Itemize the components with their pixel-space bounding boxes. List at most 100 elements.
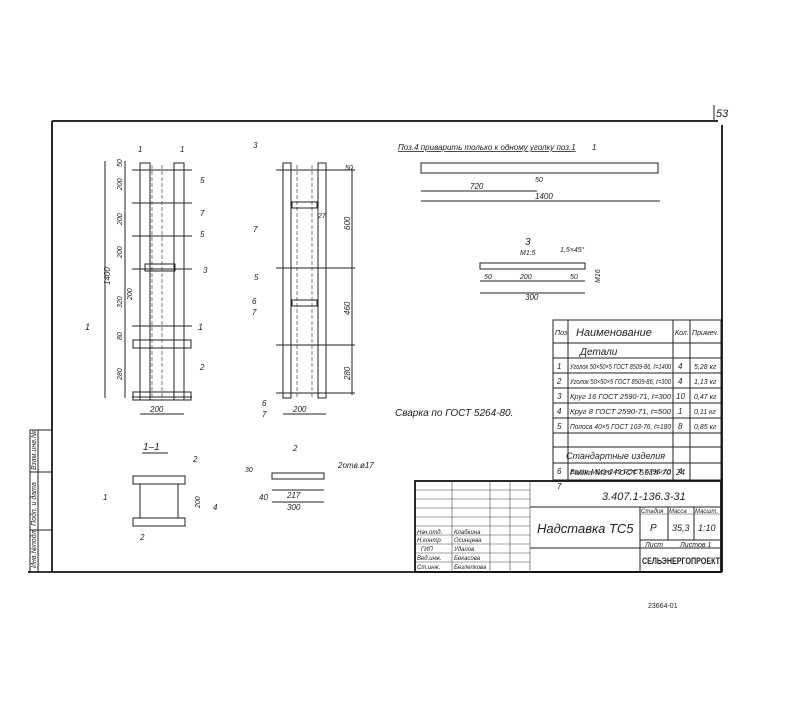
svg-text:10: 10 bbox=[676, 392, 685, 401]
svg-text:280: 280 bbox=[117, 368, 124, 381]
svg-text:4: 4 bbox=[678, 467, 683, 476]
section-standard: Стандартные изделия bbox=[566, 451, 665, 461]
angle-detail: Поз.4 приварить только к одному уголку п… bbox=[398, 143, 660, 202]
stamp-replace-label: Взам.инв.№ bbox=[31, 430, 38, 470]
svg-text:200: 200 bbox=[117, 246, 124, 259]
svg-text:280: 280 bbox=[343, 366, 352, 381]
svg-text:1400: 1400 bbox=[535, 192, 553, 201]
svg-text:50: 50 bbox=[535, 177, 543, 184]
svg-text:600: 600 bbox=[343, 216, 352, 230]
section-mark-right: 1 bbox=[198, 322, 203, 332]
svg-text:Лист: Лист bbox=[644, 542, 663, 549]
svg-text:6: 6 bbox=[252, 297, 257, 306]
svg-text:5,28 кг: 5,28 кг bbox=[694, 364, 717, 371]
svg-text:7: 7 bbox=[252, 308, 257, 317]
svg-text:Н.контр.: Н.контр. bbox=[417, 538, 442, 544]
svg-text:М16: М16 bbox=[595, 269, 602, 283]
svg-text:Масшт.: Масшт. bbox=[695, 509, 718, 515]
svg-text:6: 6 bbox=[557, 467, 562, 476]
table-row: 2 Уголок 50×50×5 ГОСТ 8509-86, ℓ=300 4 1,13… bbox=[556, 377, 717, 386]
svg-text:Примеч.: Примеч. bbox=[692, 330, 719, 337]
svg-text:1: 1 bbox=[138, 145, 142, 154]
svg-text:Вед.инж.: Вед.инж. bbox=[417, 556, 442, 562]
section-parts: Детали bbox=[579, 347, 618, 358]
drawing-title: Надставка ТС5 bbox=[537, 521, 634, 536]
svg-text:4: 4 bbox=[557, 407, 562, 416]
svg-text:1: 1 bbox=[180, 145, 184, 154]
svg-text:300: 300 bbox=[525, 293, 539, 302]
bar-detail: 3 М1:5 1,5×45° 50 200 50 300 М16 bbox=[479, 237, 602, 302]
svg-text:1: 1 bbox=[103, 493, 107, 502]
svg-text:8: 8 bbox=[678, 422, 683, 431]
svg-text:М1:5: М1:5 bbox=[520, 250, 536, 257]
svg-text:200: 200 bbox=[195, 496, 202, 509]
svg-text:1: 1 bbox=[678, 407, 682, 416]
svg-text:40: 40 bbox=[259, 493, 268, 502]
svg-text:Полоса 40×5 ГОСТ 103-76, ℓ=180: Полоса 40×5 ГОСТ 103-76, ℓ=180 bbox=[570, 424, 671, 431]
svg-text:3: 3 bbox=[525, 237, 531, 248]
svg-text:7: 7 bbox=[253, 225, 258, 234]
svg-text:4: 4 bbox=[678, 362, 683, 371]
weld-note: Поз.4 приварить только к одному уголку п… bbox=[398, 143, 576, 152]
svg-text:3: 3 bbox=[557, 392, 562, 401]
svg-text:1: 1 bbox=[592, 143, 596, 152]
svg-text:Ст.инж.: Ст.инж. bbox=[417, 565, 440, 571]
svg-text:5: 5 bbox=[200, 230, 205, 239]
dim-1400: 1400 bbox=[103, 267, 112, 285]
svg-text:Листов 1: Листов 1 bbox=[679, 542, 711, 549]
svg-text:4: 4 bbox=[678, 377, 683, 386]
svg-text:7: 7 bbox=[262, 410, 267, 419]
svg-text:5: 5 bbox=[200, 176, 205, 185]
section-mark-left: 1 bbox=[85, 322, 90, 332]
table-row: 3 Круг 16 ГОСТ 2590-71, ℓ=300 10 0,47 кг bbox=[557, 392, 717, 401]
svg-text:720: 720 bbox=[470, 182, 484, 191]
stamp-inv-label: Инв.№подл. bbox=[30, 528, 38, 568]
svg-text:300: 300 bbox=[287, 503, 301, 512]
welding-note: Сварка по ГОСТ 5264-80. bbox=[395, 408, 513, 419]
svg-text:1: 1 bbox=[557, 362, 561, 371]
svg-text:Гайка М16 ГОСТ 5915-70: Гайка М16 ГОСТ 5915-70 bbox=[570, 469, 671, 477]
svg-text:3: 3 bbox=[253, 141, 258, 150]
svg-text:50: 50 bbox=[117, 159, 124, 167]
table-row: Гайка М16 ГОСТ 5915-70 24 bbox=[552, 462, 722, 481]
svg-text:ГИП: ГИП bbox=[421, 547, 434, 553]
table-row: 5 Полоса 40×5 ГОСТ 103-76, ℓ=180 8 0,85 кг bbox=[557, 422, 717, 431]
svg-text:0,47 кг: 0,47 кг bbox=[694, 394, 717, 401]
svg-text:200: 200 bbox=[117, 178, 124, 191]
svg-text:Удалов: Удалов bbox=[453, 547, 474, 553]
section-1-1: 1–1 2 1 4 2 200 bbox=[103, 442, 218, 542]
svg-text:200: 200 bbox=[149, 405, 164, 414]
svg-text:80: 80 bbox=[117, 332, 124, 340]
svg-text:Уголок 50×50×5 ГОСТ 8509-86, ℓ: Уголок 50×50×5 ГОСТ 8509-86, ℓ=300 bbox=[569, 379, 671, 386]
svg-text:2: 2 bbox=[139, 533, 145, 542]
svg-text:Безлепкова: Безлепкова bbox=[454, 565, 487, 571]
svg-text:Кол.: Кол. bbox=[675, 330, 689, 337]
svg-text:5: 5 bbox=[557, 422, 562, 431]
svg-text:1,13 кг: 1,13 кг bbox=[694, 379, 717, 386]
svg-text:217: 217 bbox=[286, 491, 301, 500]
svg-text:2отв.ø17: 2отв.ø17 bbox=[337, 461, 374, 470]
svg-text:2: 2 bbox=[556, 377, 562, 386]
svg-text:7: 7 bbox=[200, 209, 205, 218]
svg-text:200: 200 bbox=[292, 405, 307, 414]
svg-text:Болт М16×240 ГОСТ 7798-70: Болт М16×240 ГОСТ 7798-70 bbox=[570, 469, 671, 476]
stage-value: Р bbox=[650, 523, 657, 534]
svg-text:0,11 кг: 0,11 кг bbox=[694, 409, 716, 416]
svg-text:Нач.отд.: Нач.отд. bbox=[417, 530, 442, 536]
svg-text:4: 4 bbox=[213, 503, 218, 512]
plate-detail: 2 2отв.ø17 30 40 217 300 bbox=[245, 444, 374, 512]
page-number: 53 bbox=[716, 108, 729, 120]
svg-text:24: 24 bbox=[675, 468, 685, 477]
svg-text:200: 200 bbox=[519, 274, 532, 281]
svg-text:200: 200 bbox=[127, 288, 134, 301]
svg-text:Круг 16 ГОСТ 2590-71, ℓ=300: Круг 16 ГОСТ 2590-71, ℓ=300 bbox=[570, 394, 671, 401]
svg-text:0,85 кг: 0,85 кг bbox=[694, 424, 717, 431]
svg-text:50: 50 bbox=[345, 165, 353, 172]
svg-text:6: 6 bbox=[262, 399, 267, 408]
archive-number: 23664-01 bbox=[648, 603, 678, 610]
section-label: 1–1 bbox=[143, 442, 160, 453]
